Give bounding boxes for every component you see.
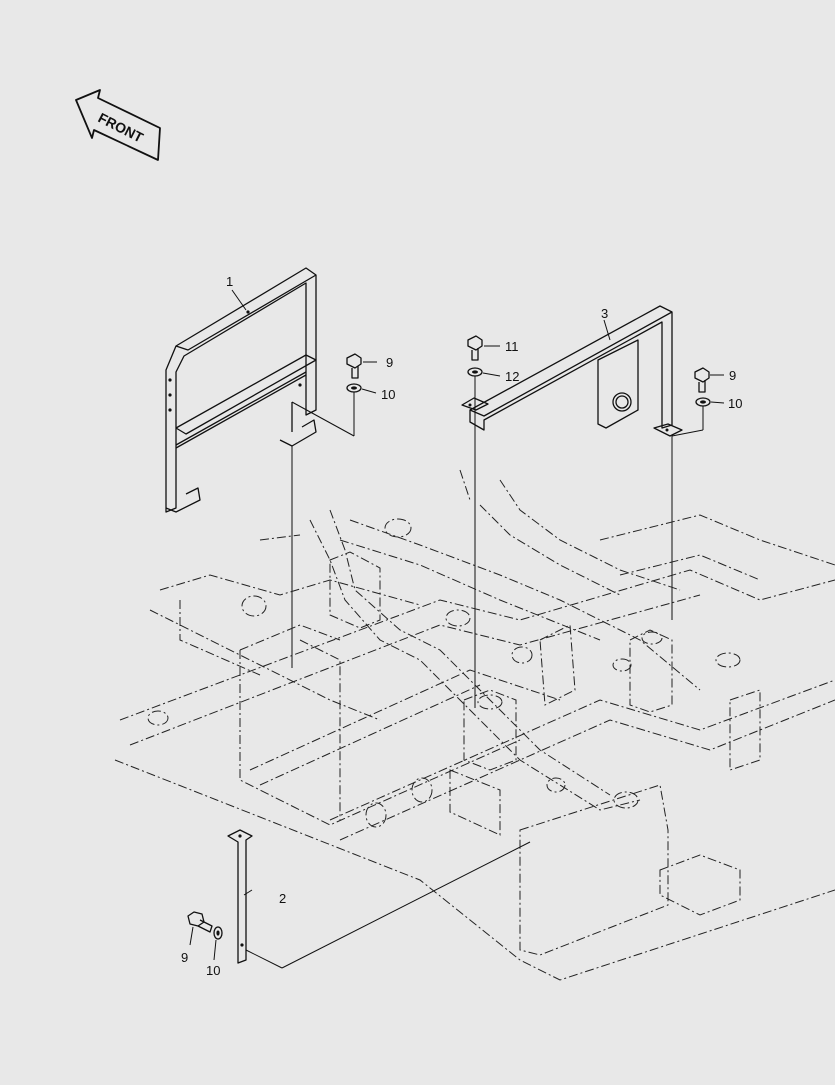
callout-labels: 1 2 3 9 10 11 12 9 10 9 10 [181, 274, 742, 978]
callout-9-lower: 9 [181, 950, 188, 965]
callout-3: 3 [601, 306, 608, 321]
callout-1: 1 [226, 274, 233, 289]
mounting-uprights [329, 551, 761, 956]
part-3-frame [461, 305, 683, 437]
callout-2: 2 [279, 891, 286, 906]
front-direction-arrow: FRONT [75, 89, 161, 161]
washer-10-right [695, 397, 711, 407]
callout-10-right: 10 [728, 396, 742, 411]
washer-10-lower [213, 926, 223, 940]
callout-11: 11 [505, 339, 519, 354]
bolt-9-lower [187, 911, 213, 933]
callout-10-lower: 10 [206, 963, 220, 978]
washer-12 [467, 367, 483, 377]
bolt-9-right [694, 367, 710, 393]
callout-12: 12 [505, 369, 519, 384]
part-1-railing [165, 267, 317, 513]
upper-frame-phantom [114, 469, 835, 981]
bolt-9-upper-left [346, 353, 362, 379]
bolt-11 [467, 335, 483, 361]
leader-lines [189, 289, 725, 969]
callout-9-right: 9 [729, 368, 736, 383]
callout-9-upper-left: 9 [386, 355, 393, 370]
washer-10-upper-left [346, 383, 362, 393]
callout-10-upper-left: 10 [381, 387, 395, 402]
part-2-stay [227, 829, 253, 964]
